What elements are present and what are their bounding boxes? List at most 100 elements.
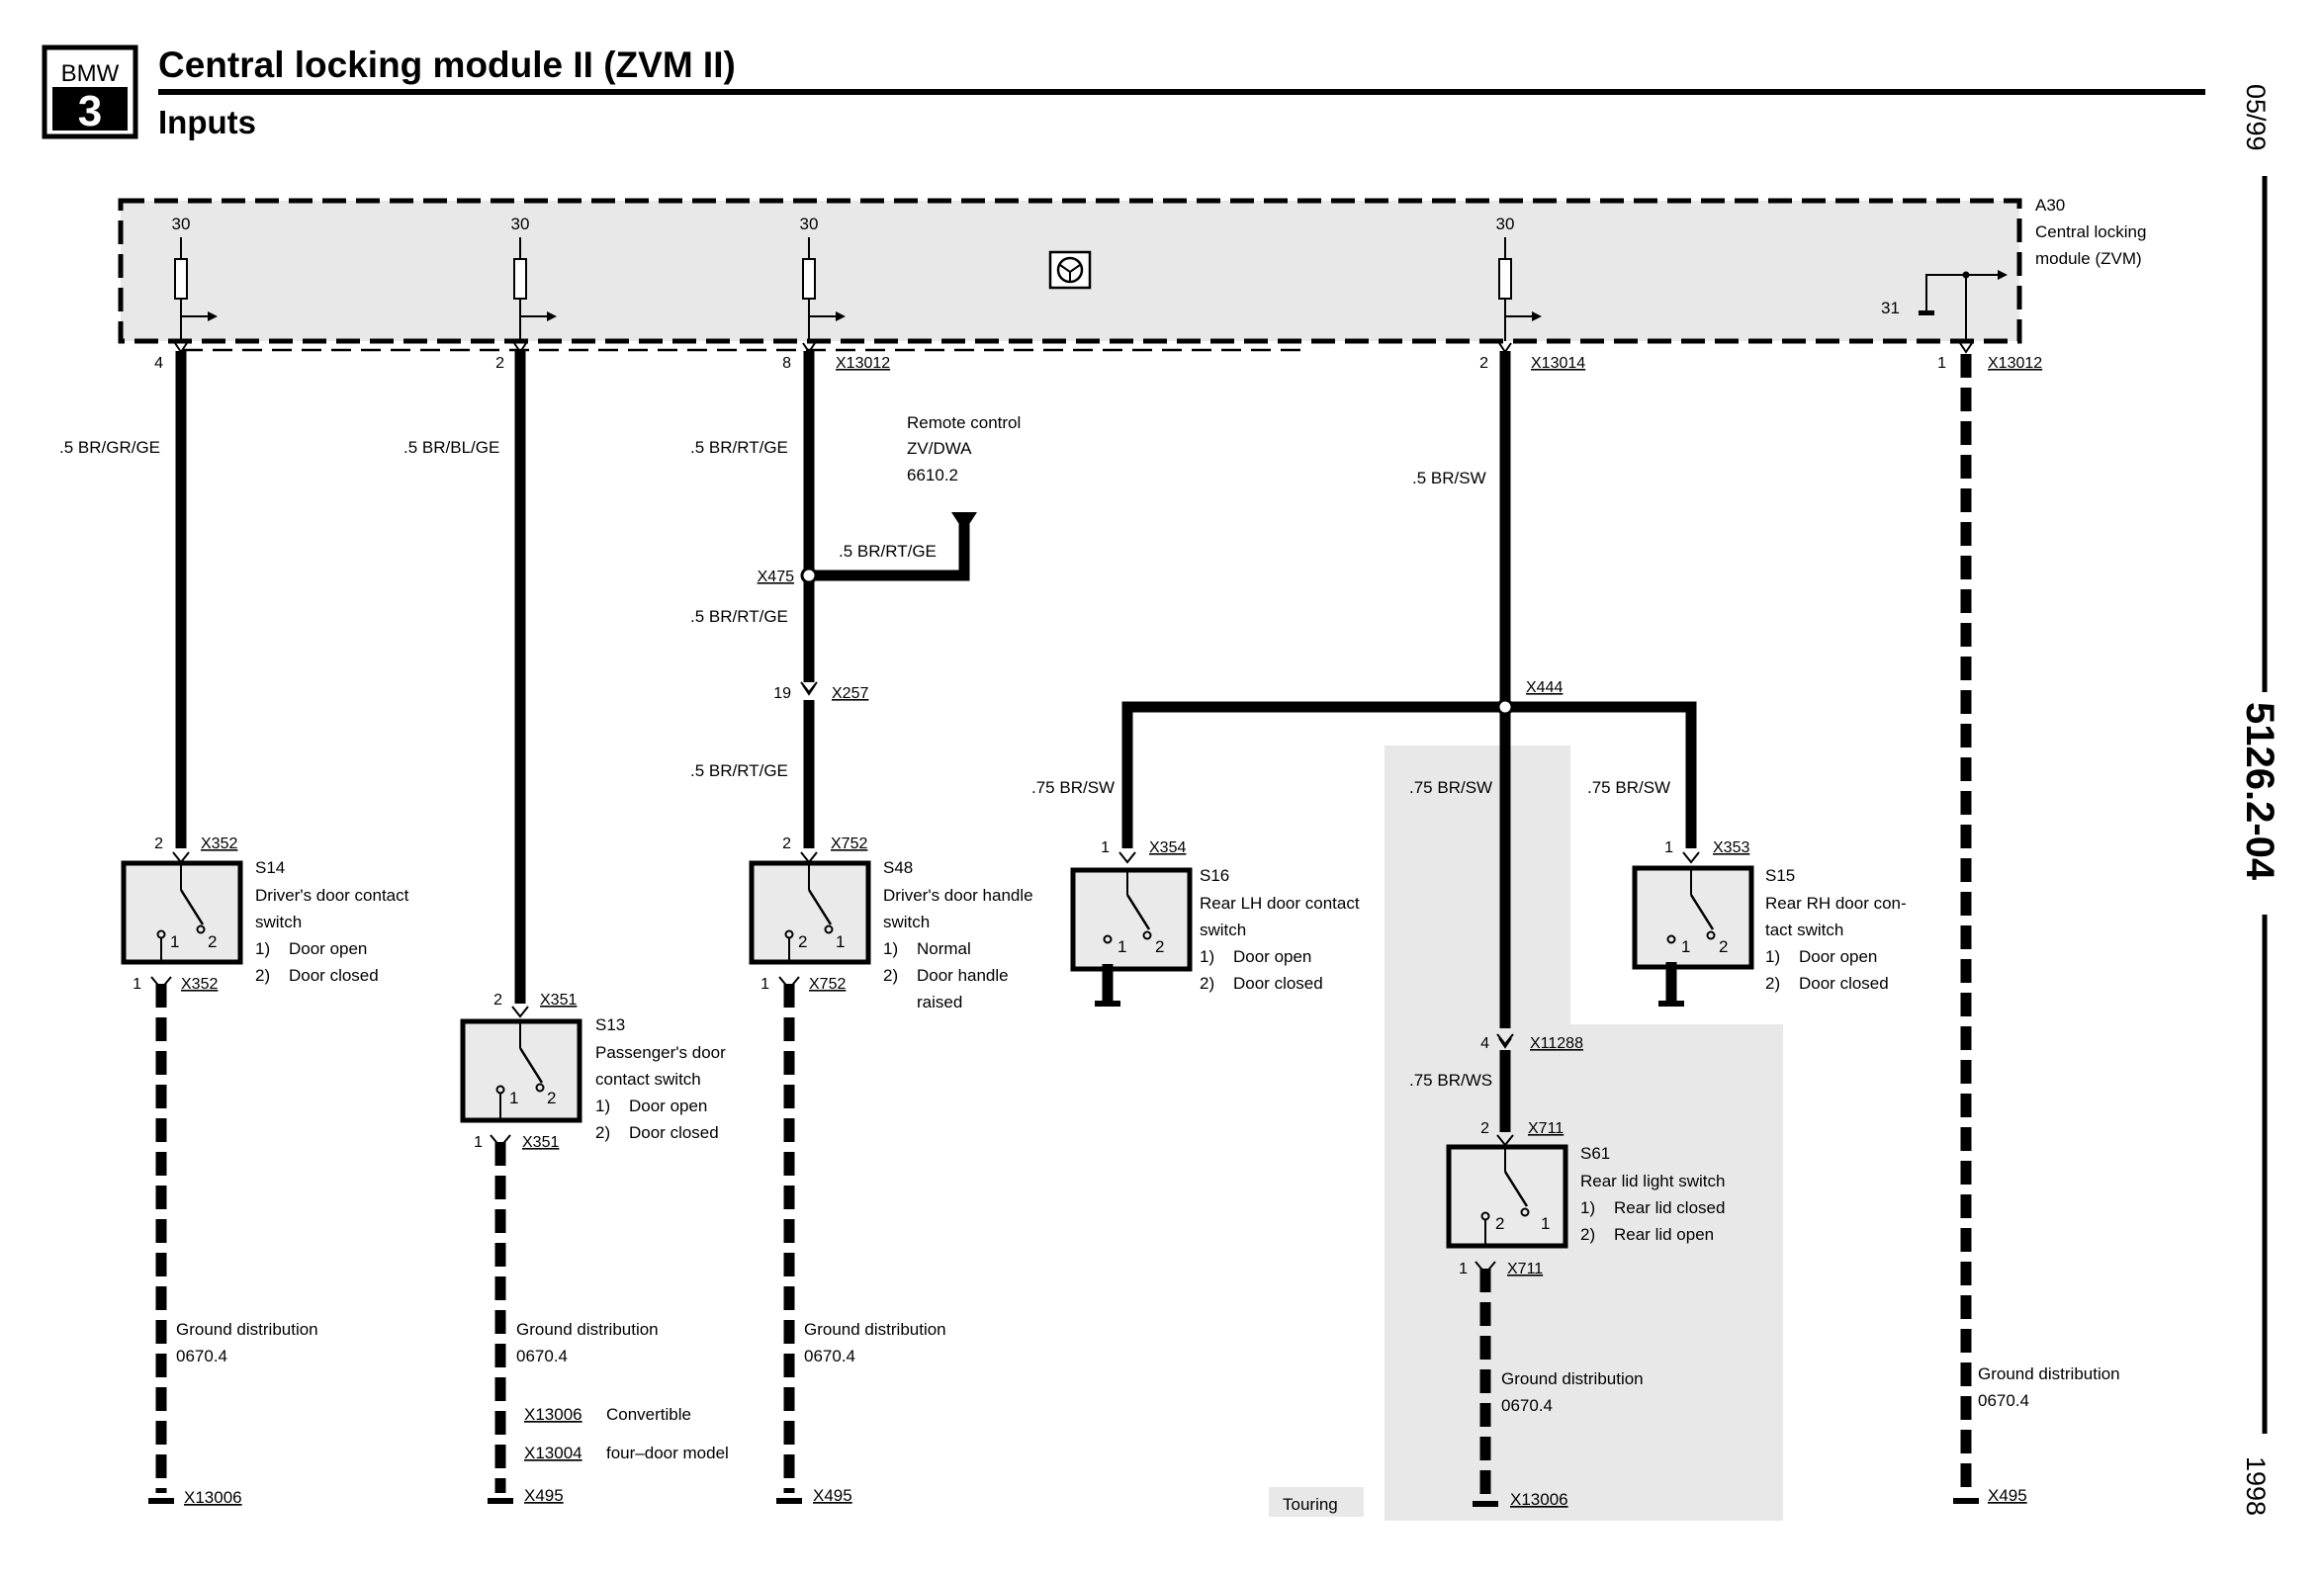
svg-text:X13014: X13014 bbox=[1531, 355, 1585, 372]
column-s13: 2 .5 BR/BL/GE 2 X351 1 2 S13 Passenger's… bbox=[403, 342, 729, 1505]
svg-text:X353: X353 bbox=[1713, 839, 1749, 856]
svg-text:0670.4: 0670.4 bbox=[1501, 1396, 1553, 1415]
svg-text:2): 2) bbox=[595, 1123, 610, 1142]
svg-text:X711: X711 bbox=[1528, 1120, 1564, 1137]
svg-text:1: 1 bbox=[474, 1134, 483, 1151]
switch-s16: 1 X354 1 2 S16 Rear LH door contact swit… bbox=[1070, 839, 1360, 1007]
svg-text:2: 2 bbox=[1479, 355, 1488, 372]
logo-text: BMW bbox=[61, 60, 120, 87]
fuse-input-2: 30 bbox=[511, 215, 557, 341]
svg-text:X13004: X13004 bbox=[524, 1444, 582, 1462]
svg-text:1: 1 bbox=[1937, 355, 1946, 372]
svg-text:X13006: X13006 bbox=[184, 1488, 242, 1507]
svg-text:Rear LH door contact: Rear LH door contact bbox=[1200, 894, 1360, 913]
svg-text:0670.4: 0670.4 bbox=[176, 1347, 227, 1365]
svg-text:Door closed: Door closed bbox=[629, 1123, 719, 1142]
switch-s14-id: S14 bbox=[255, 858, 285, 877]
svg-text:1: 1 bbox=[1117, 937, 1126, 956]
svg-text:.5 BR/RT/GE: .5 BR/RT/GE bbox=[690, 438, 788, 457]
svg-text:6610.2: 6610.2 bbox=[907, 466, 958, 484]
svg-text:.75 BR/SW: .75 BR/SW bbox=[1587, 778, 1670, 797]
junction-x475 bbox=[800, 567, 818, 584]
svg-text:2: 2 bbox=[782, 835, 791, 852]
fuse-input-1: 30 bbox=[172, 215, 218, 341]
svg-text:Ground distribution: Ground distribution bbox=[1501, 1369, 1644, 1388]
column-s48: 8 X13012 .5 BR/RT/GE Remote control ZV/D… bbox=[690, 342, 1033, 1505]
svg-text:2: 2 bbox=[798, 932, 807, 951]
svg-text:8: 8 bbox=[782, 355, 791, 372]
svg-text:Rear lid open: Rear lid open bbox=[1614, 1225, 1714, 1244]
svg-text:Remote control: Remote control bbox=[907, 413, 1021, 432]
svg-text:1): 1) bbox=[1200, 947, 1214, 966]
svg-text:2): 2) bbox=[883, 966, 898, 985]
svg-text:1: 1 bbox=[509, 1089, 518, 1107]
page-title: Central locking module II (ZVM II) bbox=[158, 44, 736, 85]
svg-text:1): 1) bbox=[1765, 947, 1780, 966]
svg-text:.5 BR/RT/GE: .5 BR/RT/GE bbox=[690, 607, 788, 626]
column-x444: 2 X13014 .5 BR/SW X444 .75 BR/SW .75 BR/… bbox=[1031, 342, 1697, 1028]
column-ground-31: 1 X13012 Ground distribution 0670.4 X495 bbox=[1937, 342, 2120, 1505]
touring-label: Touring bbox=[1283, 1495, 1338, 1514]
svg-text:.5 BR/RT/GE: .5 BR/RT/GE bbox=[690, 761, 788, 780]
svg-text:19: 19 bbox=[773, 685, 791, 702]
svg-text:X11288: X11288 bbox=[1530, 1035, 1583, 1052]
svg-text:.5 BR/SW: .5 BR/SW bbox=[1412, 469, 1486, 487]
ground-terminal-31: 31 bbox=[1881, 270, 2008, 341]
svg-text:switch: switch bbox=[883, 913, 930, 931]
svg-text:.5 BR/BL/GE: .5 BR/BL/GE bbox=[403, 438, 499, 457]
switch-s15: 1 X353 1 2 S15 Rear RH door con- tact sw… bbox=[1632, 839, 1907, 1007]
svg-text:2: 2 bbox=[1495, 1214, 1504, 1233]
svg-text:X13012: X13012 bbox=[1988, 355, 2042, 372]
connector-label: X352 bbox=[201, 835, 237, 852]
logo-series: 3 bbox=[78, 87, 102, 135]
touring-tag bbox=[1269, 1487, 1364, 1517]
side-year: 1998 bbox=[2241, 1456, 2271, 1516]
svg-text:1: 1 bbox=[760, 976, 769, 993]
svg-text:Door closed: Door closed bbox=[1233, 974, 1323, 993]
module-name-2: module (ZVM) bbox=[2035, 249, 2142, 268]
svg-text:2): 2) bbox=[255, 966, 270, 985]
svg-text:X495: X495 bbox=[1988, 1486, 2027, 1505]
svg-text:2): 2) bbox=[1765, 974, 1780, 993]
svg-text:2: 2 bbox=[547, 1089, 556, 1107]
switch-s61: 4 X11288 .75 BR/WS 2 X711 2 1 S61 Rear l… bbox=[1409, 1033, 1725, 1509]
svg-text:S48: S48 bbox=[883, 858, 913, 877]
svg-text:Ground distribution: Ground distribution bbox=[176, 1320, 318, 1339]
svg-text:X444: X444 bbox=[1526, 679, 1563, 696]
svg-text:X475: X475 bbox=[758, 569, 794, 585]
svg-text:2): 2) bbox=[1580, 1225, 1595, 1244]
column-s14: 4 .5 BR/GR/GE 2 X352 1 2 S14 Driver's do… bbox=[59, 342, 409, 1507]
svg-text:0670.4: 0670.4 bbox=[804, 1347, 855, 1365]
svg-text:Door open: Door open bbox=[1799, 947, 1877, 966]
svg-text:ZV/DWA: ZV/DWA bbox=[907, 439, 972, 458]
page-subtitle: Inputs bbox=[158, 104, 256, 140]
svg-text:2: 2 bbox=[1155, 937, 1164, 956]
svg-text:tact switch: tact switch bbox=[1765, 921, 1843, 939]
svg-text:contact switch: contact switch bbox=[595, 1070, 701, 1089]
svg-text:Door open: Door open bbox=[1233, 947, 1311, 966]
svg-text:1: 1 bbox=[1681, 937, 1690, 956]
svg-text:Door open: Door open bbox=[629, 1097, 707, 1115]
svg-text:2): 2) bbox=[1200, 974, 1214, 993]
touring-region bbox=[1385, 746, 1783, 1521]
svg-text:S13: S13 bbox=[595, 1015, 625, 1034]
svg-text:S15: S15 bbox=[1765, 866, 1795, 885]
svg-text:1: 1 bbox=[836, 932, 845, 951]
svg-text:.75 BR/SW: .75 BR/SW bbox=[1031, 778, 1115, 797]
svg-text:Normal: Normal bbox=[917, 939, 971, 958]
svg-text:2: 2 bbox=[154, 835, 163, 852]
svg-text:Convertible: Convertible bbox=[606, 1405, 691, 1424]
svg-text:four–door model: four–door model bbox=[606, 1444, 729, 1462]
svg-text:S16: S16 bbox=[1200, 866, 1229, 885]
svg-text:30: 30 bbox=[172, 215, 191, 233]
bmw-3-logo: BMW 3 bbox=[42, 44, 138, 139]
svg-text:.75 BR/SW: .75 BR/SW bbox=[1409, 778, 1492, 797]
svg-text:0670.4: 0670.4 bbox=[516, 1347, 568, 1365]
svg-text:raised: raised bbox=[917, 993, 962, 1011]
svg-text:Driver's door handle: Driver's door handle bbox=[883, 886, 1033, 905]
svg-text:switch: switch bbox=[255, 913, 302, 931]
svg-text:2: 2 bbox=[1719, 937, 1728, 956]
svg-text:X351: X351 bbox=[522, 1134, 559, 1151]
fuse-input-4: 30 bbox=[1496, 215, 1542, 341]
